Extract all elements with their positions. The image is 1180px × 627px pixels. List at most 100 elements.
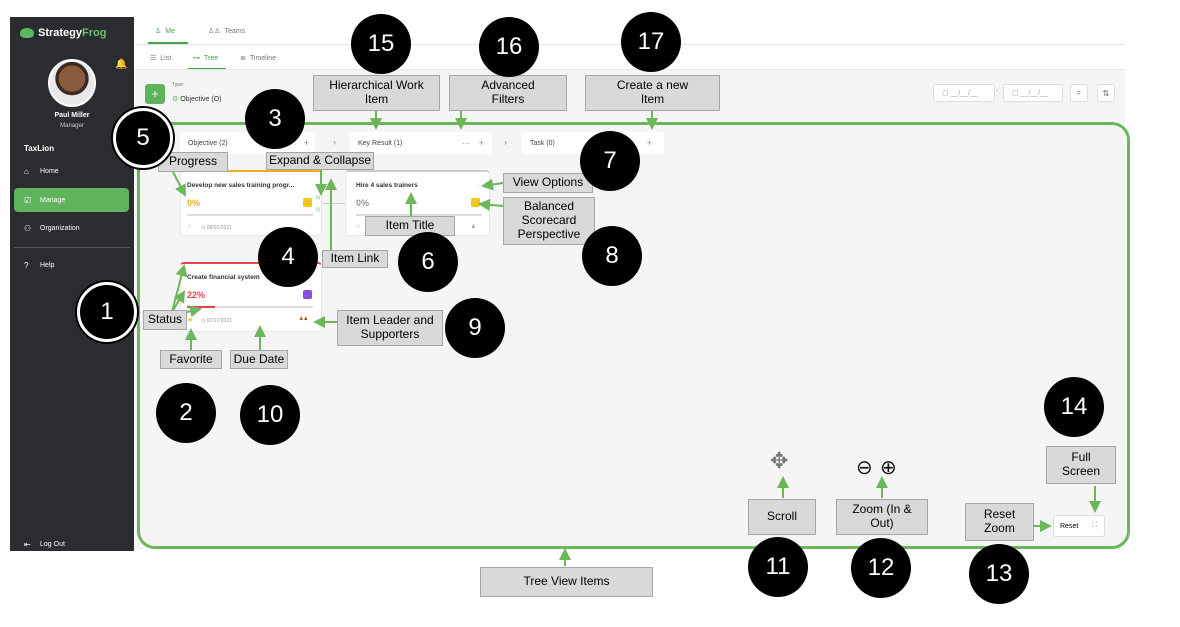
more-options-icon[interactable]: ⋯ (462, 138, 470, 148)
brand-name-accent: Frog (82, 27, 107, 39)
annotation-item-link: Item Link (322, 250, 388, 268)
sidebar-item-manage[interactable]: ☑Manage (14, 188, 129, 212)
tree-item-card[interactable]: Develop new sales training progr... 0% ☆… (180, 170, 322, 236)
annotation-expand-collapse: Expand & Collapse (266, 152, 374, 170)
tab-list[interactable]: ☰List (150, 54, 171, 63)
annotation-due-date: Due Date (230, 350, 288, 369)
annotation-status: Status (143, 310, 187, 330)
due-date: ◷ 08/01/2021 (201, 225, 232, 231)
fullscreen-icon[interactable]: ⛶ (1092, 522, 1098, 529)
person-icon: ♙ (155, 28, 162, 35)
callout-number: 16 (479, 17, 539, 77)
type-selector[interactable]: ⚙ Objective (O) (172, 95, 221, 103)
annotation-advanced-filters: Advanced Filters (449, 75, 567, 111)
type-label: Type: (172, 82, 185, 88)
item-progress: 0% (356, 198, 370, 208)
favorite-star-icon[interactable]: ☆ (356, 224, 361, 230)
callout-number: 10 (240, 385, 300, 445)
team-icon: ♙♙ (208, 28, 221, 35)
item-link-line (323, 203, 345, 204)
callout-number: 8 (582, 226, 642, 286)
sort-icon[interactable]: ⇅ (1097, 84, 1115, 102)
home-icon: ⌂ (24, 166, 29, 176)
type-value: Objective (O) (180, 96, 222, 103)
notification-bell-icon[interactable]: 🔔 (115, 59, 128, 70)
item-link-icon[interactable]: ⊡ (316, 207, 321, 213)
logout-icon: ⇤ (24, 539, 31, 549)
annotation-item-leader: Item Leader and Supporters (337, 310, 443, 346)
annotation-favorite: Favorite (160, 350, 222, 369)
callout-number: 6 (398, 232, 458, 292)
column-label: Key Result (1) (358, 139, 403, 147)
reset-zoom-control: Reset ⛶ (1053, 515, 1105, 537)
sidebar-item-label: Manage (40, 196, 66, 204)
annotation-progress: Progress (158, 152, 228, 172)
tab-tree-label: Tree (204, 54, 219, 62)
favorite-star-icon[interactable]: ★ (187, 317, 194, 324)
objective-icon: ⚙ (172, 96, 179, 103)
tab-teams-label: Teams (224, 27, 246, 35)
date-to-field[interactable]: ▢ __/__/__ (1003, 84, 1063, 102)
annotation-hierarchical-work-item: Hierarchical Work Item (313, 75, 440, 111)
item-title[interactable]: Create financial system (187, 274, 260, 281)
date-from-field[interactable]: ▢ __/__/__ (933, 84, 995, 102)
logout-button[interactable]: ⇤ Log Out (14, 532, 129, 556)
scorecard-badge (303, 198, 312, 207)
tab-me-underline (148, 42, 188, 44)
progress-bar (187, 214, 313, 216)
reset-zoom-button[interactable]: Reset (1060, 522, 1079, 530)
frog-logo-icon (20, 28, 34, 38)
tab-tree[interactable]: ⊶ Tree (193, 54, 219, 63)
brand-name: Strategy (38, 27, 83, 39)
sidebar-item-home[interactable]: ⌂Home (14, 159, 129, 183)
column-header-key-result[interactable]: Key Result (1) ⋯ + (350, 132, 492, 154)
leader-avatar-icon[interactable]: ♟ (471, 224, 476, 230)
sidebar-divider (14, 247, 130, 248)
add-icon[interactable]: + (303, 138, 309, 148)
logout-label: Log Out (40, 540, 65, 548)
add-item-button[interactable]: + (145, 84, 165, 104)
item-title[interactable]: Hire 4 sales trainers (356, 182, 418, 189)
sidebar-item-help[interactable]: ?Help (14, 253, 129, 277)
annotation-full-screen: Full Screen (1046, 446, 1116, 484)
search-icon[interactable]: ⌕ (1070, 84, 1088, 102)
tab-timeline-label: Timeline (249, 54, 277, 62)
add-icon[interactable]: + (646, 138, 652, 148)
column-label: Objective (2) (188, 139, 228, 147)
tab-teams[interactable]: ♙♙Teams (208, 27, 246, 36)
callout-number: 12 (851, 538, 911, 598)
item-title[interactable]: Develop new sales training progr... (187, 182, 295, 189)
scroll-move-icon: ✥ (770, 448, 789, 473)
tree-view-frame (137, 122, 1130, 549)
zoom-out-icon: ⊖ (856, 457, 873, 479)
date-to-value: __/__/__ (1020, 89, 1048, 97)
due-date-value: 08/01/2021 (206, 225, 232, 231)
annotation-reset-zoom: Reset Zoom (965, 503, 1034, 541)
progress-bar-track (187, 306, 313, 308)
leader-avatar-icon[interactable]: ♟♟ (299, 316, 308, 322)
timeline-icon: ≣ (240, 55, 246, 62)
user-avatar[interactable] (48, 59, 96, 107)
scorecard-badge (303, 290, 312, 299)
callout-number: 5 (113, 108, 173, 168)
tab-timeline[interactable]: ≣Timeline (240, 54, 277, 63)
tab-me[interactable]: ♙Me (155, 27, 176, 36)
callout-number: 11 (748, 537, 808, 597)
annotation-create-new-item: Create a new Item (585, 75, 720, 111)
callout-number: 13 (969, 544, 1029, 604)
date-from-value: __/__/__ (950, 89, 978, 97)
expand-collapse-icon[interactable]: ⊟ (316, 195, 321, 201)
sidebar-item-organization[interactable]: ⚇Organization (14, 216, 129, 240)
annotation-tree-view-items: Tree View Items (480, 567, 653, 597)
annotation-zoom: Zoom (In & Out) (836, 499, 928, 535)
due-date: ◷ 07/17/2021 (201, 318, 232, 324)
view-options-icon[interactable]: ⋮ (476, 182, 481, 188)
tree-icon: ⊶ (193, 55, 200, 62)
callout-number: 15 (351, 14, 411, 74)
add-icon[interactable]: + (478, 138, 484, 148)
callout-number: 1 (77, 282, 137, 342)
tab-me-label: Me (165, 27, 176, 35)
user-role: Manager (60, 123, 84, 129)
favorite-star-icon[interactable]: ☆ (187, 224, 192, 230)
